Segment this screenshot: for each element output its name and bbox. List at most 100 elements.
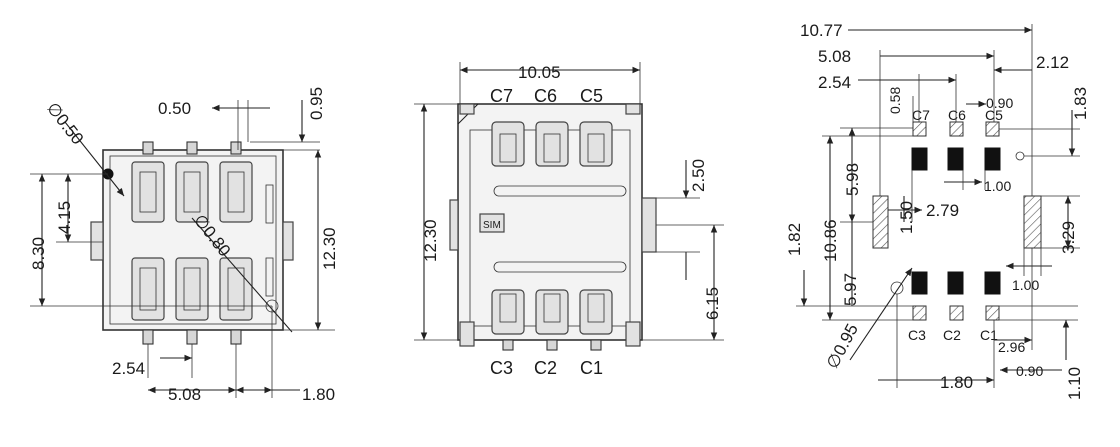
right-dim-254: 2.54 (818, 73, 851, 92)
middle-label-c7: C7 (490, 86, 513, 106)
middle-side-tab-right (641, 197, 657, 253)
right-pad-c6 (949, 121, 964, 137)
left-dim-dia050: ∅0.50 (43, 99, 87, 148)
right-black-pad-1 (911, 147, 928, 171)
middle-contact-c6 (535, 121, 569, 167)
right-dim-508: 5.08 (818, 47, 851, 66)
middle-contact-c7-inner (499, 133, 517, 163)
right-dim-182: 1.82 (785, 223, 804, 256)
right-pad-c7 (912, 121, 927, 137)
middle-dim-615: 6.15 (703, 287, 722, 320)
left-side-slot-bottom (265, 257, 274, 297)
left-contact-c2 (175, 257, 209, 321)
right-pad-c3 (912, 305, 927, 321)
right-dim-279: 2.79 (926, 201, 959, 220)
middle-foot-left (459, 321, 475, 347)
middle-slot-bottom (493, 261, 627, 273)
middle-top-foot-right (625, 103, 641, 115)
right-label-c3: C3 (908, 327, 926, 343)
middle-bottom-pin-3 (590, 339, 602, 351)
right-dim-598: 5.98 (843, 163, 862, 196)
right-side-pad-right (1023, 195, 1042, 249)
right-dim-1086: 10.86 (821, 219, 840, 262)
middle-dim-1005: 10.05 (518, 63, 561, 82)
middle-dim-250: 2.50 (689, 159, 708, 192)
left-dim-508: 5.08 (168, 385, 201, 404)
left-top-pin-2 (186, 141, 198, 155)
right-side-pad-left (872, 195, 889, 249)
left-dia080-leader (191, 217, 293, 333)
right-dim-090b: 0.90 (1016, 363, 1043, 379)
middle-label-c1: C1 (580, 358, 603, 378)
right-dim-329: 3.29 (1059, 221, 1078, 254)
middle-label-c6: C6 (534, 86, 557, 106)
middle-contact-c3-inner (499, 293, 517, 323)
middle-contact-c5-inner (587, 133, 605, 163)
middle-contact-c1 (579, 289, 613, 335)
right-label-c2: C2 (943, 327, 961, 343)
middle-slot-top (493, 185, 627, 197)
middle-label-c5: C5 (580, 86, 603, 106)
middle-contact-c2 (535, 289, 569, 335)
middle-label-c3: C3 (490, 358, 513, 378)
middle-bottom-pin-2 (546, 339, 558, 351)
right-dim-058: 0.58 (887, 87, 903, 114)
middle-foot-right (625, 321, 641, 347)
right-label-c7: C7 (912, 107, 930, 123)
right-black-pad-4 (911, 271, 928, 295)
left-dim-050: 0.50 (158, 99, 191, 118)
middle-view: SIM C7 C6 C5 C3 C2 C1 10.05 12.30 2.50 6… (414, 62, 724, 378)
middle-side-tab-left (449, 199, 459, 251)
left-contact-c5 (219, 161, 253, 223)
left-contact-c2-inner (183, 267, 201, 311)
right-pad-c2 (949, 305, 964, 321)
right-dim-110: 1.10 (1065, 367, 1084, 400)
middle-dim-1230: 12.30 (421, 219, 440, 262)
left-inner-frame (109, 155, 277, 325)
left-contact-c3 (131, 257, 165, 321)
middle-contact-c6-inner (543, 133, 561, 163)
right-dim-597: 5.97 (841, 273, 860, 306)
left-side-tab-right (282, 221, 294, 261)
middle-bottom-pin-1 (502, 339, 514, 351)
middle-contact-c7 (491, 121, 525, 167)
left-side-tab-left (90, 221, 104, 261)
middle-contact-c3 (491, 289, 525, 335)
right-dim-100a: 1.00 (984, 178, 1011, 194)
middle-contact-c5 (579, 121, 613, 167)
left-dim-1230: 12.30 (320, 227, 339, 270)
middle-label-c2: C2 (534, 358, 557, 378)
right-dim-212: 2.12 (1036, 53, 1069, 72)
right-label-c1: C1 (980, 327, 998, 343)
right-black-pad-2 (947, 147, 964, 171)
right-pad-c5 (985, 121, 1000, 137)
left-dim-830: 8.30 (29, 237, 48, 270)
right-dim-1077: 10.77 (800, 21, 843, 40)
middle-top-foot-left (459, 103, 475, 115)
left-bottom-pin-3 (230, 329, 242, 345)
left-dim-254: 2.54 (112, 359, 145, 378)
right-black-pad-6 (984, 271, 1001, 295)
left-dim-180: 1.80 (302, 385, 335, 404)
left-dim-415: 4.15 (55, 201, 74, 234)
left-top-pin-3 (230, 141, 242, 155)
left-contact-c6-inner (183, 171, 201, 213)
middle-contact-c2-inner (543, 293, 561, 323)
left-contact-c5-inner (227, 171, 245, 213)
left-top-pin-1 (142, 141, 154, 155)
right-view: C7 C6 C5 C3 C2 C1 10.77 5.08 2.54 2.12 0… (785, 21, 1090, 400)
left-contact-c3-inner (139, 267, 157, 311)
right-label-c6: C6 (948, 107, 966, 123)
left-contact-c7-inner (139, 171, 157, 213)
left-side-slot-top (265, 184, 274, 224)
right-dim-150: 1.50 (897, 201, 916, 234)
left-bottom-pin-1 (142, 329, 154, 345)
right-dim-100b: 1.00 (1012, 277, 1039, 293)
middle-sim-text: SIM (483, 220, 501, 231)
right-dim-180: 1.80 (940, 373, 973, 392)
left-dim-095: 0.95 (307, 87, 326, 120)
right-black-pad-3 (984, 147, 1001, 171)
right-dim-183: 1.83 (1071, 87, 1090, 120)
right-dia095-leader (849, 267, 913, 361)
